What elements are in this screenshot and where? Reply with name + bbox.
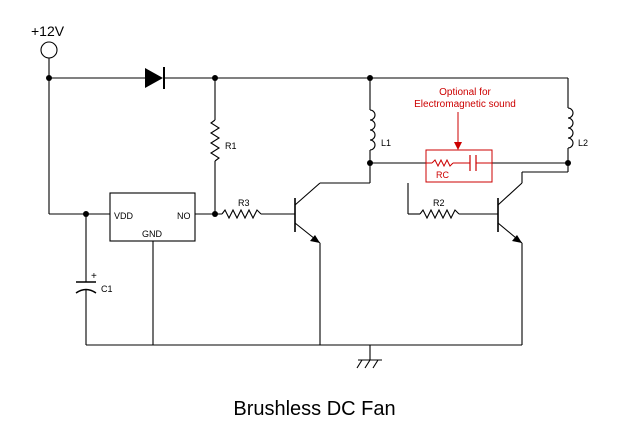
circuit-schematic: +12V + C1 VDD NO GND R1 xyxy=(31,23,588,369)
capacitor-c1 xyxy=(75,214,97,345)
resistor-r3 xyxy=(195,208,295,220)
ic-vdd-label: VDD xyxy=(114,211,134,221)
resistor-r1 xyxy=(209,75,221,214)
inductor-l1 xyxy=(367,75,376,183)
vdd-wire xyxy=(48,78,110,217)
supply-label: +12V xyxy=(31,23,65,39)
r1-label: R1 xyxy=(225,141,237,151)
supply-terminal xyxy=(40,41,58,78)
ground-symbol xyxy=(356,359,382,369)
rc-snubber xyxy=(425,149,493,183)
r2-label: R2 xyxy=(433,198,445,208)
inductor-l2 xyxy=(522,78,574,173)
transistor-q1 xyxy=(294,182,370,345)
c1-plus-label: + xyxy=(91,271,97,282)
l2-label: L2 xyxy=(578,138,588,148)
ic-no-label: NO xyxy=(177,211,191,221)
transistor-q2 xyxy=(497,172,523,345)
c1-label: C1 xyxy=(101,284,113,294)
r3-label: R3 xyxy=(238,198,250,208)
ic-gnd-label: GND xyxy=(142,229,163,239)
optional-note-line2: Electromagnetic sound xyxy=(414,99,516,110)
top-rail-wire xyxy=(46,75,568,81)
diagram-caption: Brushless DC Fan xyxy=(233,398,396,420)
resistor-r2 xyxy=(407,183,498,220)
optional-note-line1: Optional for xyxy=(439,87,491,98)
rc-label: RC xyxy=(436,170,449,180)
l1-label: L1 xyxy=(381,138,391,148)
diode xyxy=(145,67,165,89)
optional-arrow xyxy=(454,112,462,150)
ground-rail-wire xyxy=(86,344,522,360)
